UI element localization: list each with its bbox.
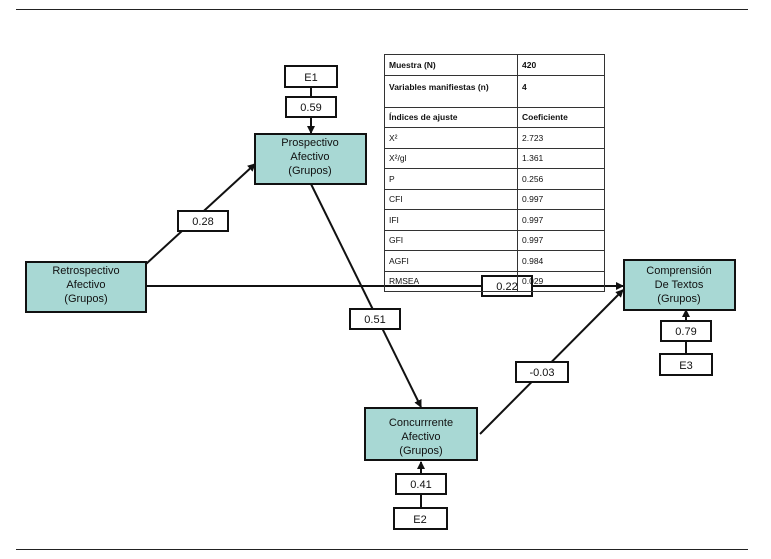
fit-row: Variables manifiestas (n)4 [384, 74, 605, 108]
error-e1: E1 [284, 65, 338, 88]
node-concurrente-line1: Concurrrente [389, 417, 453, 429]
fit-row-value: 1.361 [517, 147, 605, 169]
fit-row: Muestra (N)420 [384, 54, 605, 76]
fit-row-label: IFI [384, 209, 518, 231]
fit-row-value: 0.997 [517, 188, 605, 210]
coef-e1-prosp-value: 0.59 [300, 102, 321, 114]
fit-row-label: RMSEA [384, 270, 518, 292]
node-concurrente: Concurrrente Afectivo (Grupos) [364, 407, 478, 461]
node-concurrente-line3: (Grupos) [399, 445, 442, 457]
coef-prosp-concurr-value: 0.51 [364, 314, 385, 326]
top-rule [16, 9, 748, 10]
node-prospectivo: Prospectivo Afectivo (Grupos) [254, 133, 367, 185]
coef-e2-concurr-value: 0.41 [410, 479, 431, 491]
node-prospectivo-line3: (Grupos) [288, 165, 331, 177]
node-prospectivo-line2: Afectivo [290, 151, 329, 163]
path-prosp-to-concurr [310, 183, 422, 408]
node-comprension: Comprensión De Textos (Grupos) [623, 259, 736, 311]
fit-row-label: CFI [384, 188, 518, 210]
coef-e3-compr-value: 0.79 [675, 326, 696, 338]
node-concurrente-line2: Afectivo [401, 431, 440, 443]
error-e2: E2 [393, 507, 448, 530]
fit-row-value: Coeficiente [517, 106, 605, 128]
fit-row-label: AGFI [384, 250, 518, 272]
error-e1-label: E1 [304, 72, 317, 84]
fit-row-label: Muestra (N) [384, 54, 518, 76]
fit-row-label: Índices de ajuste [384, 106, 518, 128]
node-comprension-line1: Comprensión [646, 265, 711, 277]
coef-e1-prosp: 0.59 [285, 96, 337, 118]
fit-row-label: X²/gl [384, 147, 518, 169]
fit-row-value: 420 [517, 54, 605, 76]
node-comprension-line2: De Textos [655, 279, 704, 291]
fit-row-label: Variables manifiestas (n) [384, 74, 518, 108]
fit-row-value: 4 [517, 74, 605, 108]
node-retrospectivo-line1: Retrospectivo [52, 265, 119, 277]
error-e2-label: E2 [413, 514, 426, 526]
coef-concurr-compr-value: -0.03 [529, 367, 554, 379]
error-e3: E3 [659, 353, 713, 376]
coef-e2-concurr: 0.41 [395, 473, 447, 495]
coef-retro-prosp-value: 0.28 [192, 216, 213, 228]
coef-retro-prosp: 0.28 [177, 210, 229, 232]
node-comprension-line3: (Grupos) [657, 293, 700, 305]
fit-row-value: 0.029 [517, 270, 605, 292]
coef-prosp-concurr: 0.51 [349, 308, 401, 330]
node-retrospectivo: Retrospectivo Afectivo (Grupos) [25, 261, 147, 313]
fit-row-value: 0.984 [517, 250, 605, 272]
coef-e3-compr: 0.79 [660, 320, 712, 342]
fit-row-value: 0.997 [517, 209, 605, 231]
coef-concurr-compr: -0.03 [515, 361, 569, 383]
bottom-rule [16, 549, 748, 550]
fit-row-label: GFI [384, 229, 518, 251]
fit-row-value: 0.997 [517, 229, 605, 251]
fit-row-label: P [384, 168, 518, 190]
node-retrospectivo-line2: Afectivo [66, 279, 105, 291]
fit-row-value: 2.723 [517, 127, 605, 149]
node-retrospectivo-line3: (Grupos) [64, 293, 107, 305]
fit-row-value: 0.256 [517, 168, 605, 190]
error-e3-label: E3 [679, 360, 692, 372]
fit-row-label: X² [384, 127, 518, 149]
node-prospectivo-line1: Prospectivo [281, 137, 338, 149]
